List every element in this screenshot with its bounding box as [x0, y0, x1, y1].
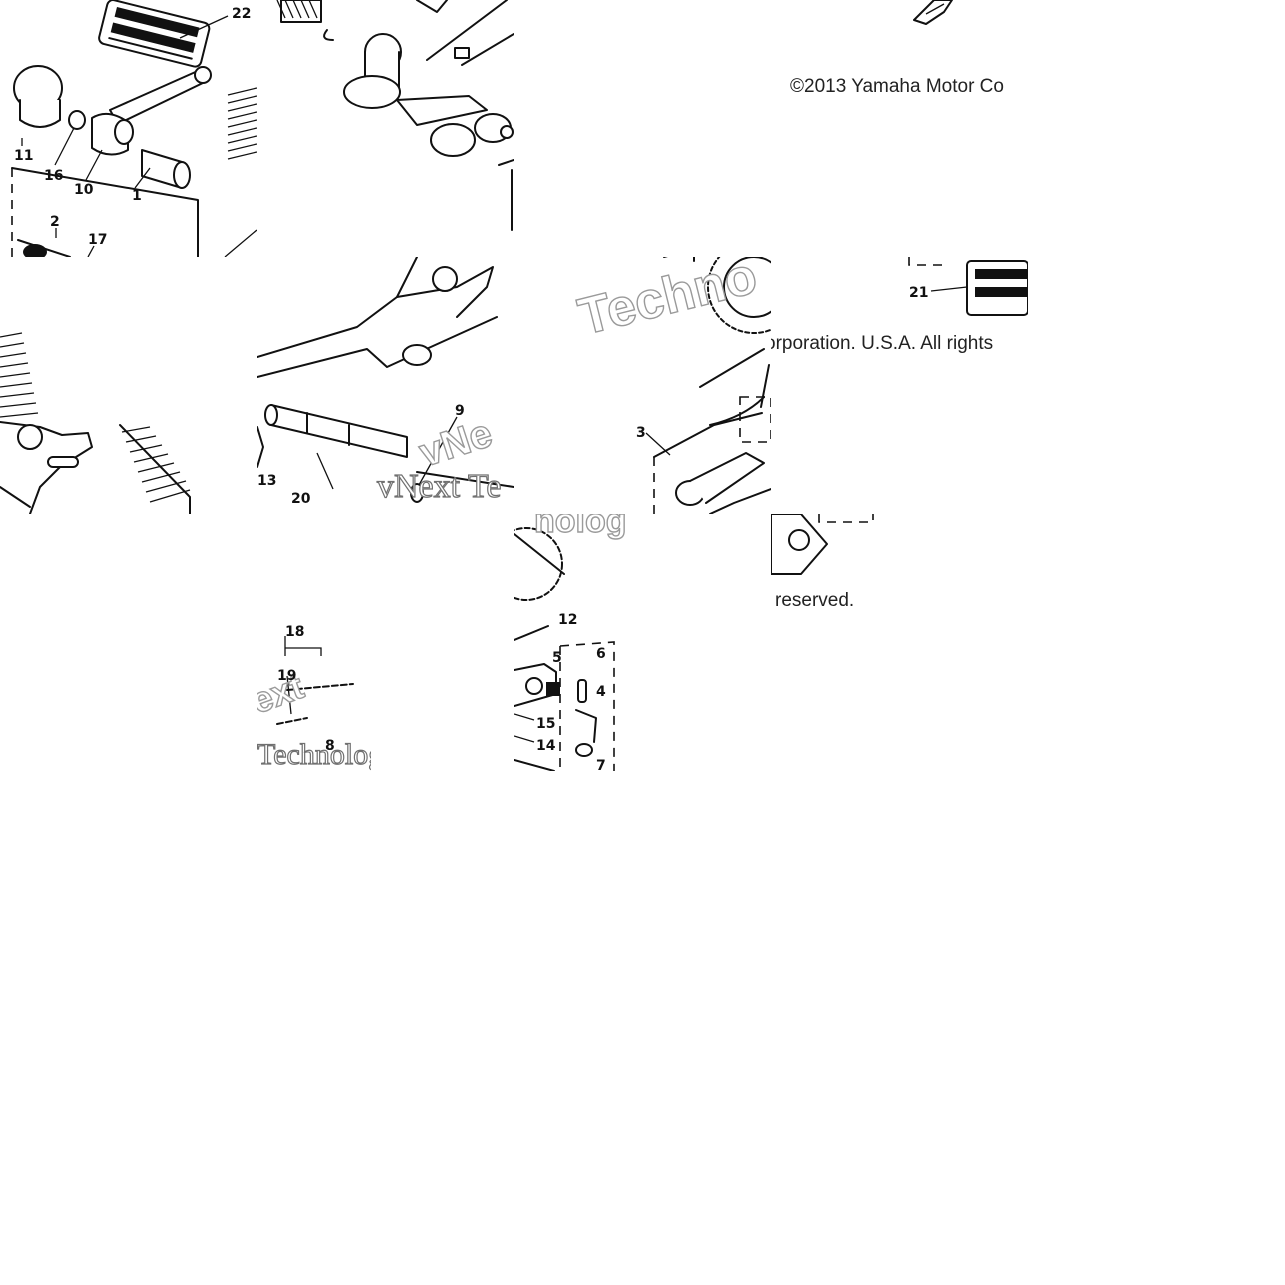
- watermark-fragment-c: vNext Te: [377, 468, 501, 505]
- diagram-tile-stand-leg: [0, 257, 257, 514]
- stand-leg-drawing: [0, 332, 191, 514]
- watermark-fragment-a: Techno: [573, 257, 763, 347]
- diagram-tile-chain: nolog: [514, 514, 771, 610]
- callout-6: 6: [596, 646, 606, 662]
- callout-16: 16: [44, 168, 63, 184]
- callout-10: 10: [74, 182, 94, 198]
- callout-11: 11: [14, 148, 33, 164]
- chain-drawing: nolog: [514, 514, 627, 601]
- callout-8: 8: [325, 738, 335, 754]
- diagram-tile-bracket: 12 5 6 4 15 14 7: [514, 610, 619, 771]
- pivot-top-drawing: [276, 0, 514, 231]
- copyright-fragment-3: reserved.: [775, 590, 855, 611]
- callout-4: 4: [596, 684, 606, 700]
- diagram-tile-pedal-21: 21 orporation. U.S.A. All rights: [771, 257, 1028, 514]
- callout-1: 1: [132, 188, 142, 204]
- callout-2: 2: [50, 214, 60, 230]
- callout-12: 12: [558, 612, 577, 628]
- callout-18: 18: [285, 624, 304, 640]
- diagram-tile-pivot-top: [257, 0, 514, 257]
- watermark-fragment-f: Technolog: [257, 738, 371, 771]
- callout-13: 13: [257, 473, 276, 489]
- shaft-drawing: vNext Te vNe 9 13 20: [257, 257, 514, 507]
- callout-21: 21: [909, 285, 928, 301]
- callout-20: 20: [291, 491, 311, 507]
- linkage-drawing: Techno 3: [572, 257, 771, 514]
- watermark-fragment-b: vNe: [414, 411, 497, 476]
- pedal-assembly-drawing: 22 11 16 10 1 2 17: [11, 0, 257, 257]
- callout-7: 7: [596, 758, 606, 771]
- diagram-tile-top-right: ©2013 Yamaha Motor Co: [514, 0, 1028, 257]
- callout-19: 19: [277, 668, 296, 684]
- top-right-drawing: [913, 0, 953, 25]
- bracket-drawing: 12 5 6 4 15 14 7: [514, 612, 615, 771]
- diagram-tile-pedal-end: reserved.: [771, 514, 1028, 624]
- diagram-tile-pedal: 22 11 16 10 1 2 17: [0, 0, 257, 257]
- copyright-fragment-2: orporation. U.S.A. All rights: [771, 333, 994, 354]
- callout-3: 3: [636, 425, 646, 441]
- pedal-end-drawing: [771, 514, 874, 575]
- diagram-tile-shaft: vNext Te vNe 9 13 20: [257, 257, 514, 514]
- callout-22: 22: [232, 6, 251, 22]
- callout-5: 5: [552, 650, 562, 666]
- diagram-tile-chain-links: ext Technolog 18 19 8: [257, 614, 371, 771]
- pedal-21-drawing: 21: [908, 257, 1028, 316]
- chain-links-drawing: ext Technolog 18 19 8: [257, 624, 371, 771]
- callout-9: 9: [455, 403, 465, 419]
- callout-15: 15: [536, 716, 555, 732]
- watermark-fragment-d: nolog: [534, 514, 627, 540]
- callout-17: 17: [88, 232, 107, 248]
- copyright-fragment-1: ©2013 Yamaha Motor Co: [790, 76, 1004, 97]
- callout-14: 14: [536, 738, 556, 754]
- diagram-tile-linkage: Techno 3: [514, 257, 771, 514]
